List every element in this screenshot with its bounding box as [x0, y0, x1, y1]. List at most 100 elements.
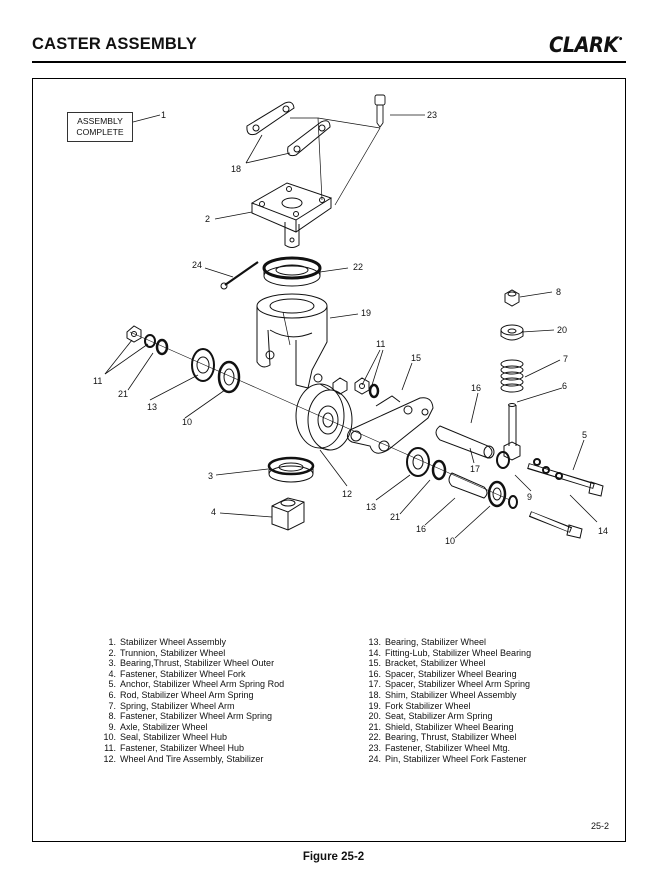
legend-item-number: 15.	[368, 658, 381, 669]
callout-13-left: 13	[147, 402, 157, 412]
legend-item-text: Fastener, Stabilizer Wheel Mtg.	[385, 742, 511, 753]
legend-item-number: 11.	[104, 742, 116, 753]
page-title: CASTER ASSEMBLY	[32, 35, 197, 53]
header-rule	[32, 61, 626, 63]
callout-13-right: 13	[366, 502, 376, 512]
wheel-12	[295, 383, 353, 451]
assembly-line-1: ASSEMBLY	[77, 116, 123, 126]
legend-item: 20. Seat, Stabilizer Arm Spring	[363, 711, 531, 722]
legend-item-text: Bearing, Thrust, Stabilizer Wheel	[385, 732, 517, 743]
legend-item-number: 22.	[368, 732, 381, 743]
legend-item-text: Bracket, Stabilizer Wheel	[385, 658, 486, 669]
leader-lines	[104, 114, 598, 539]
legend-item-text: Axle, Stabilizer Wheel	[120, 721, 208, 732]
legend-item-text: Bearing, Stabilizer Wheel	[385, 637, 487, 647]
legend-item-text: Fastener, Stabilizer Wheel Arm Spring	[120, 711, 273, 722]
axle-centerline	[129, 331, 511, 501]
callout-18: 18	[231, 164, 241, 174]
callout-22: 22	[353, 262, 363, 272]
assembly-line-2: COMPLETE	[76, 127, 124, 137]
legend-item-text: Spacer, Stabilizer Wheel Arm Spring	[385, 679, 531, 690]
legend-item: 14. Fitting-Lub, Stabilizer Wheel Bearing	[363, 648, 531, 659]
callout-11-right: 11	[376, 339, 385, 349]
fastener-4	[271, 497, 305, 531]
legend-item-text: Wheel And Tire Assembly, Stabilizer	[120, 753, 264, 764]
legend-item: 24. Pin, Stabilizer Wheel Fork Fastener	[363, 754, 531, 765]
legend-item-text: Fitting-Lub, Stabilizer Wheel Bearing	[385, 647, 532, 658]
callout-3: 3	[208, 471, 213, 481]
legend-item-number: 10.	[103, 732, 116, 743]
bearing-3	[267, 456, 315, 483]
spring-rod-assembly	[500, 289, 524, 461]
legend-item-number: 18.	[368, 689, 381, 700]
callout-19: 19	[361, 308, 371, 318]
callout-4: 4	[211, 507, 216, 517]
assembly-complete-label: ASSEMBLY COMPLETE	[67, 112, 133, 142]
legend-item-text: Seat, Stabilizer Arm Spring	[385, 711, 493, 722]
lower-hub-parts	[406, 447, 583, 539]
thrust-bearing-22	[262, 256, 322, 287]
clark-logo: CLARK•	[549, 33, 623, 57]
legend-item-number: 1.	[108, 637, 116, 647]
left-hub-parts	[126, 325, 241, 394]
legend-item-number: 4.	[108, 668, 116, 679]
legend-item: 7.Spring, Stabilizer Wheel Arm	[98, 701, 284, 712]
legend-item-text: Bearing,Thrust, Stabilizer Wheel Outer	[120, 658, 275, 669]
legend-item-number: 19.	[368, 700, 381, 711]
legend-item: 9. Axle, Stabilizer Wheel	[98, 722, 284, 733]
legend-item-number: 21.	[368, 721, 381, 732]
callout-5: 5	[582, 430, 587, 440]
legend-item-text: Seal, Stabilizer Wheel Hub	[120, 732, 228, 743]
legend-item-number: 16.	[368, 668, 381, 679]
callout-15: 15	[411, 353, 421, 363]
page-number: 25-2	[591, 821, 610, 831]
callout-2: 2	[205, 214, 210, 224]
legend-item: 13. Bearing, Stabilizer Wheel	[363, 637, 531, 648]
legend-item-text: Shim, Stabilizer Wheel Assembly	[385, 689, 517, 700]
legend-item-number: 9.	[108, 721, 116, 732]
callout-1: 1	[161, 110, 166, 120]
legend-item: 5.Anchor, Stabilizer Wheel Arm Spring Ro…	[98, 679, 284, 690]
legend-item-number: 20.	[368, 711, 381, 722]
legend-item-text: Shield, Stabilizer Wheel Bearing	[385, 721, 514, 732]
legend-item-number: 6.	[108, 689, 116, 700]
legend-item-number: 12.	[103, 753, 116, 764]
legend-item-number: 24.	[368, 753, 381, 764]
legend-item-number: 3.	[108, 658, 116, 669]
legend-item: 19. Fork Stabilizer Wheel	[363, 701, 531, 712]
legend-item: 2.Trunnion, Stabilizer Wheel	[98, 648, 284, 659]
fastener-23	[290, 94, 386, 206]
trunnion-2	[250, 182, 333, 248]
figure-frame	[32, 78, 626, 842]
legend-item: 10. Seal, Stabilizer Wheel Hub	[98, 732, 284, 743]
callout-12: 12	[342, 489, 352, 499]
legend-item-text: Spring, Stabilizer Wheel Arm	[120, 700, 235, 711]
legend-item: 1.Stabilizer Wheel Assembly	[98, 637, 284, 648]
callout-23: 23	[427, 110, 437, 120]
legend-item-number: 8.	[108, 711, 116, 722]
parts-legend-right: 13. Bearing, Stabilizer Wheel 14. Fitting-L…	[363, 637, 531, 764]
legend-item: 18. Shim, Stabilizer Wheel Assembly	[363, 690, 531, 701]
legend-item-text: Fork Stabilizer Wheel	[385, 700, 471, 711]
legend-item: 8. Fastener, Stabilizer Wheel Arm Spring	[98, 711, 284, 722]
legend-item-number: 13.	[368, 637, 381, 647]
callout-21-right: 21	[390, 512, 400, 522]
legend-item-text: Trunnion, Stabilizer Wheel	[120, 647, 226, 658]
bracket-15	[346, 395, 434, 454]
spacers-16-17	[435, 425, 510, 499]
legend-item: 23.Fastener, Stabilizer Wheel Mtg.	[363, 743, 531, 754]
callout-7: 7	[563, 354, 568, 364]
callout-24: 24	[192, 260, 202, 270]
legend-item: 22. Bearing, Thrust, Stabilizer Wheel	[363, 732, 531, 743]
callout-16-lower: 16	[416, 524, 426, 534]
legend-item-text: Pin, Stabilizer Wheel Fork Fastener	[385, 753, 527, 764]
callout-8: 8	[556, 287, 561, 297]
legend-item-number: 14.	[368, 647, 381, 658]
callout-20: 20	[557, 325, 567, 335]
legend-item: 16.Spacer, Stabilizer Wheel Bearing	[363, 669, 531, 680]
callout-17: 17	[470, 464, 480, 474]
pin-24	[220, 261, 259, 290]
legend-item: 15. Bracket, Stabilizer Wheel	[363, 658, 531, 669]
